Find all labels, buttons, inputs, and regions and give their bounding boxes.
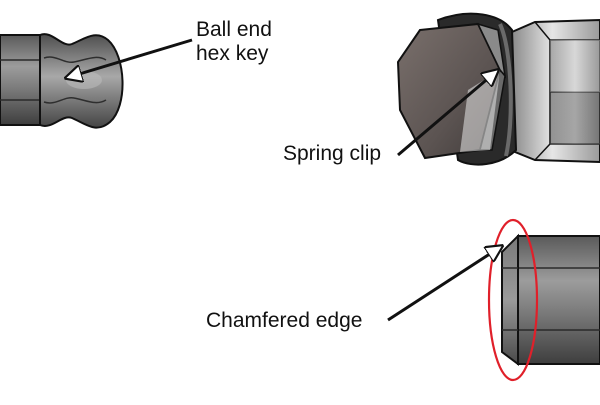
chamfered-bit	[501, 233, 600, 366]
pointer-arrows	[66, 38, 502, 322]
arrow-chamfered-edge	[387, 246, 502, 322]
ball-end-hex-key	[0, 33, 124, 129]
label-ball-end-hex-key: Ball end hex key	[196, 18, 272, 66]
chamfer-highlight-ellipse	[487, 218, 539, 382]
arrow-ball-end	[66, 38, 193, 78]
arrow-spring-clip	[397, 70, 498, 157]
label-spring-clip: Spring clip	[283, 142, 382, 165]
label-chamfered-edge: Chamfered edge	[206, 309, 363, 332]
hex-bit-with-spring-clip	[396, 12, 600, 166]
label-ball-end-line1: Ball end	[196, 18, 272, 41]
label-ball-end-line2: hex key	[196, 42, 269, 65]
